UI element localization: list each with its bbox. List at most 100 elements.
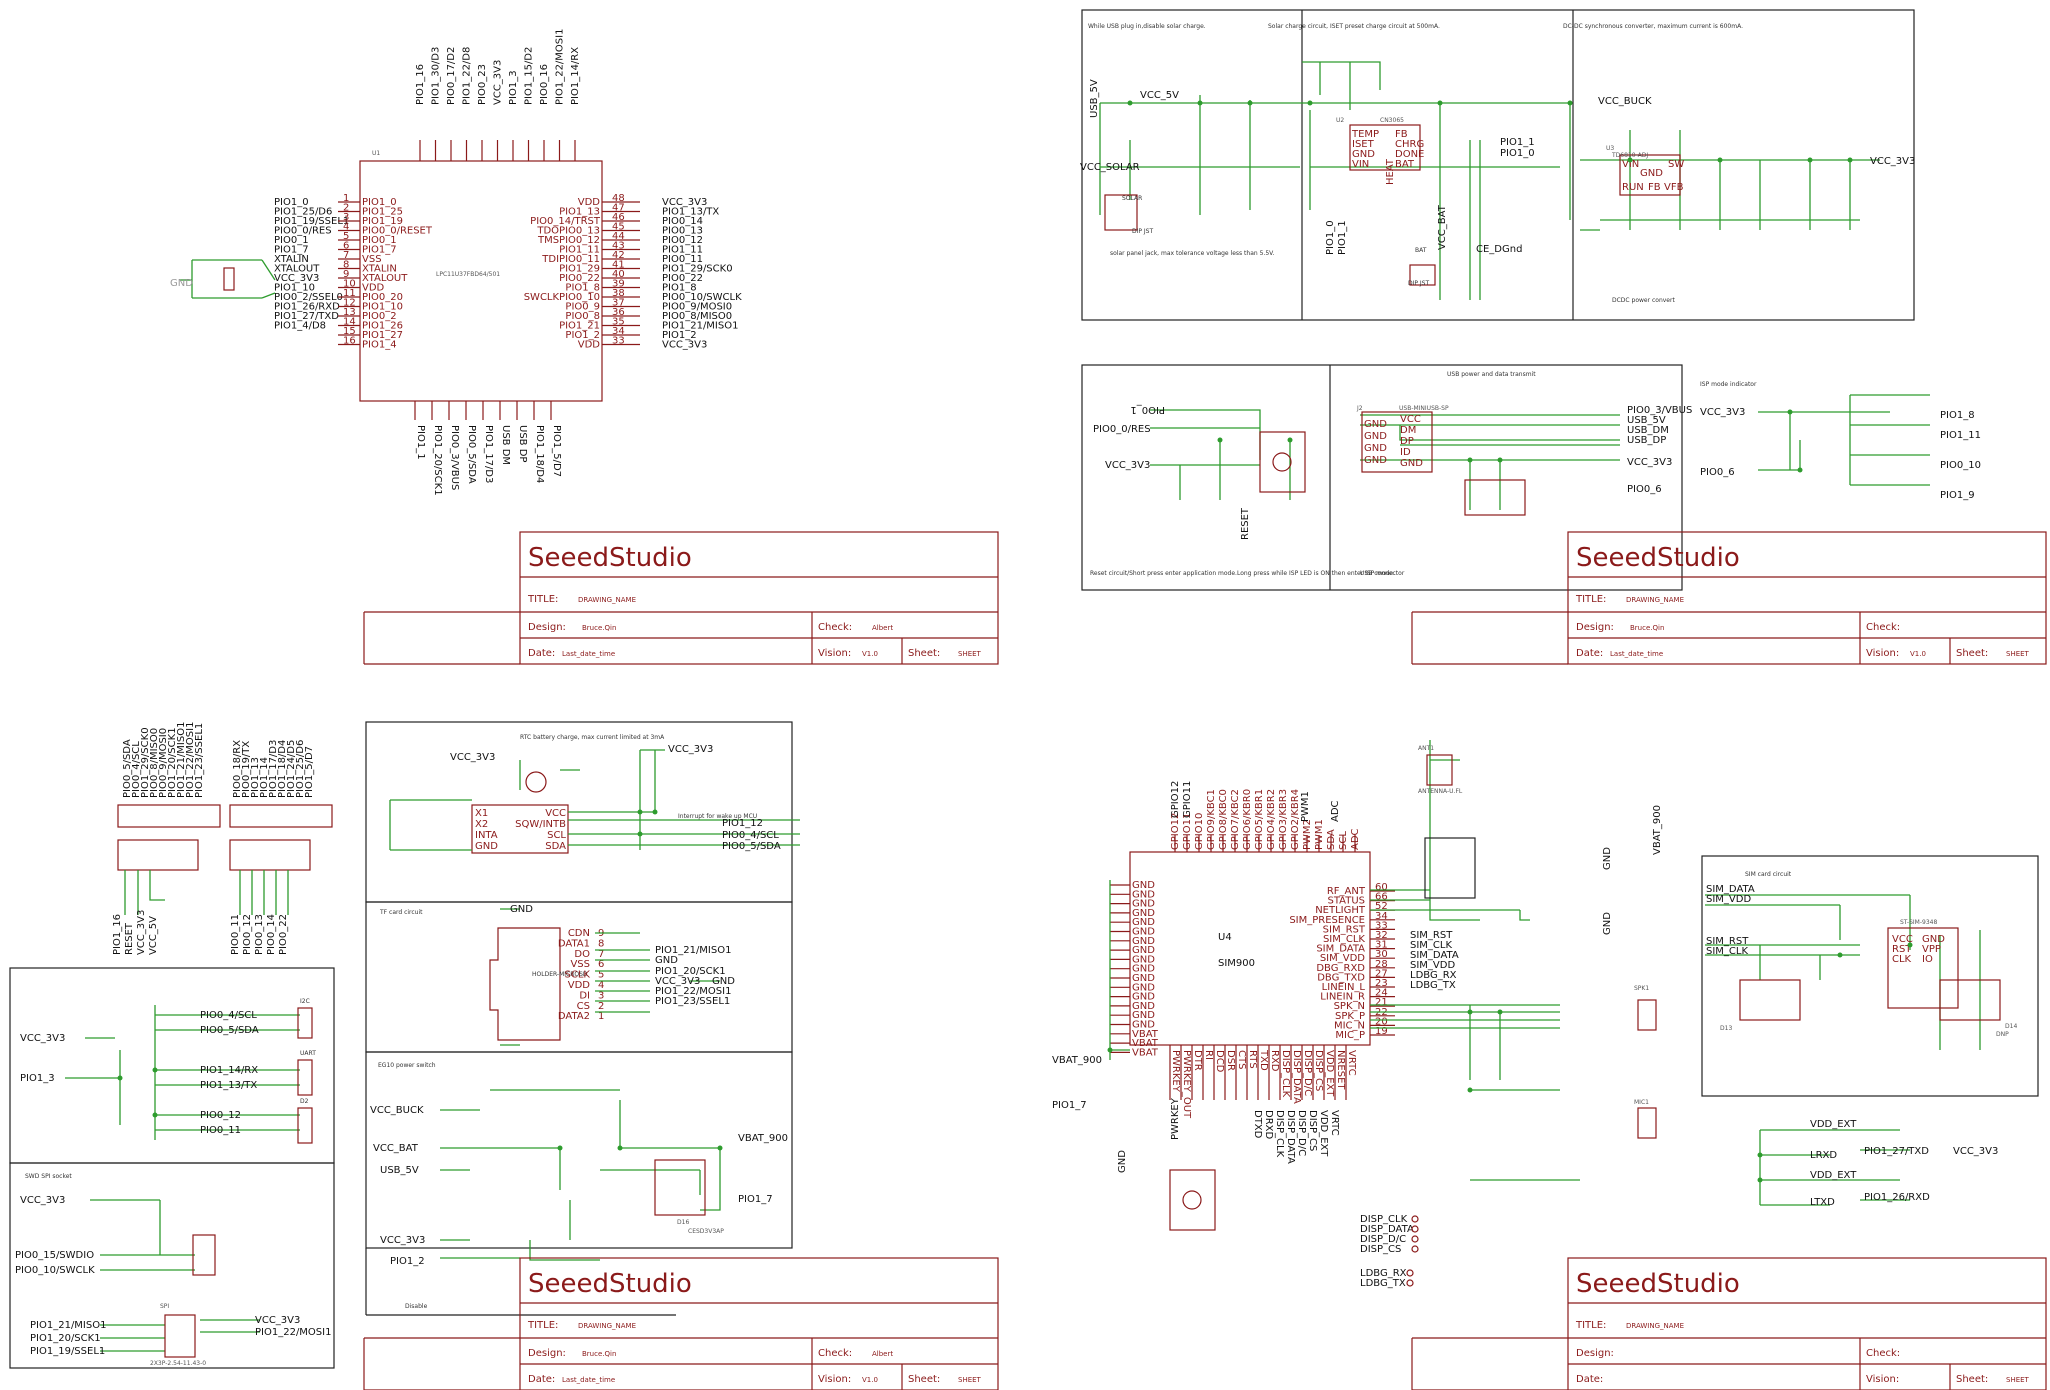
net-usb5v: USB_5V [1089, 79, 1100, 118]
svg-text:SPK_N: SPK_N [1334, 1001, 1365, 1012]
svg-text:GPIO12: GPIO12 [1170, 813, 1181, 850]
mcu-left-pin: PIO1_4 [362, 340, 397, 351]
svg-text:DISP_D/C: DISP_D/C [1296, 1110, 1307, 1156]
svg-text:DTXD: DTXD [1252, 1110, 1263, 1139]
svg-text:SWD SPI socket: SWD SPI socket [25, 1173, 72, 1180]
svg-text:PIO0_4/SCL: PIO0_4/SCL [722, 830, 779, 841]
svg-text:66: 66 [1375, 892, 1388, 903]
mcu-left-pin: PIO1_19 [362, 216, 403, 227]
svg-text:PIO1_23/SSEL1: PIO1_23/SSEL1 [655, 996, 730, 1007]
header-j2 [229, 804, 333, 828]
rf-switch [1424, 837, 1476, 899]
svg-text:PIO1_24/D5: PIO1_24/D5 [286, 740, 297, 798]
mcu-left-pins: PIO1_0PIO1_25/D6PIO1_19/SSEL1PIO0_0/RESP… [274, 193, 433, 351]
junction-dot [637, 809, 643, 815]
mcu-bottom-net: PIO1_18/D4 [534, 425, 545, 483]
svg-text:PIO1_22/MOSI1: PIO1_22/MOSI1 [655, 986, 731, 997]
svg-text:24: 24 [1375, 988, 1388, 999]
junction-dot [652, 809, 658, 815]
title-company: SeeedStudio [1576, 1269, 1740, 1299]
mcu-top-net: PIO1_22/D8 [462, 47, 473, 105]
mcu-top-net: PIO1_30/D3 [431, 47, 442, 105]
sheet-label: Sheet: [908, 648, 940, 659]
svg-text:X1: X1 [475, 808, 488, 819]
svg-text:DBG_RXD: DBG_RXD [1316, 963, 1365, 974]
headers-section: PIO0_5/SDAPIO0_4/SCLPIO1_29/SCK0PIO0_8/M… [112, 722, 333, 955]
mcu-top-net: PIO1_3 [508, 70, 519, 105]
svg-text:PIO1_20/SCK1: PIO1_20/SCK1 [655, 966, 726, 977]
svg-text:PIO1_14: PIO1_14 [259, 757, 270, 798]
junction-dot [1497, 457, 1503, 463]
mcu-bottom-net: PIO0_5/SDA [466, 425, 477, 484]
mcu-right-pin: PIO0_22 [559, 273, 600, 284]
svg-text:DI: DI [579, 990, 590, 1001]
svg-text:RST: RST [1892, 944, 1912, 955]
charger-ic [1349, 124, 1421, 171]
svg-text:GND: GND [1352, 149, 1375, 160]
svg-text:DIP JST: DIP JST [1132, 228, 1153, 235]
power-section: While USB plug in,disable solar charge. … [1080, 9, 1915, 321]
dcdc-part: TD6810-ADJ [1611, 152, 1648, 159]
usb-right-net: USB_5V [1627, 415, 1666, 426]
svg-text:VCC_3V3: VCC_3V3 [655, 976, 700, 987]
svg-text:DP: DP [1400, 436, 1414, 447]
svg-text:PIO0_15/SWDIO: PIO0_15/SWDIO [15, 1250, 94, 1261]
svg-text:VBAT_900: VBAT_900 [738, 1133, 788, 1144]
mcu-bottom-net: PIO1_17/D3 [483, 425, 494, 483]
svg-text:GND: GND [1640, 168, 1663, 179]
svg-text:GND: GND [1117, 1150, 1128, 1173]
svg-text:PIO0_12: PIO0_12 [200, 1110, 241, 1121]
net-vcc-bat: VCC_BAT [1437, 204, 1448, 250]
svg-text:PIO0_6: PIO0_6 [1700, 467, 1735, 478]
svg-text:PIO1_13/TX: PIO1_13/TX [200, 1080, 257, 1091]
svg-text:PIO1_17/D3: PIO1_17/D3 [268, 740, 279, 798]
mcu-left-net: PIO1_0 [274, 197, 309, 208]
svg-text:VCC_3V3: VCC_3V3 [20, 1195, 65, 1206]
mcu-bottom-net: USB DP [517, 425, 528, 462]
microphone [1637, 1107, 1657, 1139]
sim-frame [1701, 855, 2039, 1097]
crystal [223, 267, 235, 291]
mcu-right-net: PIO1_2 [662, 330, 697, 341]
usb-frame [1081, 364, 1683, 591]
svg-text:GPIO12: GPIO12 [1170, 781, 1181, 818]
mcu-left-pin-number: 1 [343, 193, 349, 204]
svg-text:LTXD: LTXD [1810, 1197, 1835, 1208]
svg-text:PIO1_25/D6: PIO1_25/D6 [295, 740, 306, 798]
mcu-right-pin: TMSPIO0_12 [537, 235, 600, 246]
net-pio1-0-led: PIO1_0 [1325, 220, 1336, 255]
mcu-right-pin: PIO1_13 [559, 207, 600, 218]
svg-text:DSR: DSR [1225, 1050, 1236, 1071]
net-usb-vcc3v3: VCC_3V3 [1105, 460, 1150, 471]
svg-text:7: 7 [598, 949, 604, 960]
check-label: Check: [1866, 622, 1900, 633]
svg-text:LDBG_RX: LDBG_RX [1410, 970, 1457, 981]
net-vcc3v3-power: VCC_3V3 [1870, 156, 1915, 167]
power-frame [1081, 9, 1915, 321]
title-block-3: SeeedStudioTITLE:DRAWING_NAMEDesign:Bruc… [363, 1257, 999, 1390]
charger-part: CN3065 [1380, 117, 1404, 124]
antenna [1426, 754, 1453, 786]
svg-text:DBG_TXD: DBG_TXD [1317, 972, 1365, 983]
mcu-right-pin-number: 44 [612, 231, 625, 242]
svg-text:SIM_DATA: SIM_DATA [1706, 884, 1755, 895]
mcu-top-net: PIO0_23 [477, 64, 488, 105]
svg-text:TF card circuit: TF card circuit [379, 909, 423, 916]
mcu-right-net: PIO0_12 [662, 235, 703, 246]
mcu-right-net: VCC_3V3 [662, 197, 707, 208]
svg-text:PIO1_22/MOSI1: PIO1_22/MOSI1 [255, 1327, 331, 1338]
date-value: Last_date_time [562, 650, 615, 658]
svg-text:6: 6 [598, 959, 604, 970]
svg-text:SIM_RST: SIM_RST [1323, 924, 1366, 935]
svg-text:GND: GND [1132, 936, 1155, 947]
svg-text:DISP_DATA: DISP_DATA [1291, 1050, 1302, 1104]
svg-text:23: 23 [1375, 978, 1388, 989]
mcu-right-pin-number: 33 [612, 336, 625, 347]
net-pio0-0-res: PIO0_0/RES [1093, 424, 1151, 435]
svg-text:DNP: DNP [1996, 1031, 2009, 1038]
svg-text:D16: D16 [677, 1219, 689, 1226]
mcu-left-pin-number: 2 [343, 203, 349, 214]
svg-text:GND: GND [712, 976, 735, 987]
title-label: TITLE: [527, 1320, 558, 1331]
